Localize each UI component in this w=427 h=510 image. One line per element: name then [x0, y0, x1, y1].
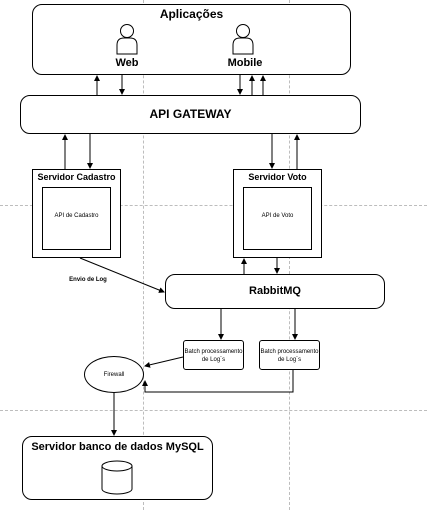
batch-log-line2: de Log´s	[277, 357, 302, 363]
firewall-label: Firewall	[103, 372, 125, 378]
rabbitmq-box[interactable]	[165, 274, 385, 309]
api-cadastro-label: API de Cadastro	[54, 213, 99, 219]
arrow-batch-to-firewall	[142, 370, 294, 393]
batch-log-line1: Batch processamento	[184, 349, 243, 355]
batch-log-box[interactable]	[259, 340, 320, 370]
batch-log-line2: de Log´s	[201, 357, 226, 363]
firewall-ellipse[interactable]	[84, 356, 144, 393]
api-voto-box[interactable]	[243, 187, 312, 250]
api-gateway-box[interactable]	[20, 95, 361, 134]
mobile-label: Mobile	[227, 57, 263, 69]
api-gateway-label: API GATEWAY	[149, 107, 232, 121]
applications-box[interactable]	[32, 4, 351, 75]
applications-title: Aplicações	[159, 7, 224, 21]
database-server-title: Servidor banco de dados MySQL	[31, 441, 204, 453]
api-voto-label: API de Voto	[261, 213, 294, 219]
user-icon	[116, 24, 138, 55]
grid-line-horizontal	[0, 205, 427, 206]
arrow-batch-to-firewall	[144, 356, 184, 368]
grid-line-vertical	[143, 0, 144, 510]
log-send-label: Envio de Log	[69, 277, 107, 283]
database-cylinder-icon	[101, 460, 133, 495]
arrow-log-to-rabbit	[79, 257, 165, 293]
batch-log-box[interactable]	[183, 340, 244, 370]
server-voto-title: Servidor Voto	[248, 172, 307, 182]
api-cadastro-box[interactable]	[42, 187, 111, 250]
grid-line-horizontal	[0, 410, 427, 411]
web-label: Web	[115, 57, 139, 69]
server-cadastro-title: Servidor Cadastro	[37, 172, 116, 182]
batch-log-line1: Batch processamento	[260, 349, 319, 355]
rabbitmq-label: RabbitMQ	[249, 285, 301, 297]
user-icon	[232, 24, 254, 55]
